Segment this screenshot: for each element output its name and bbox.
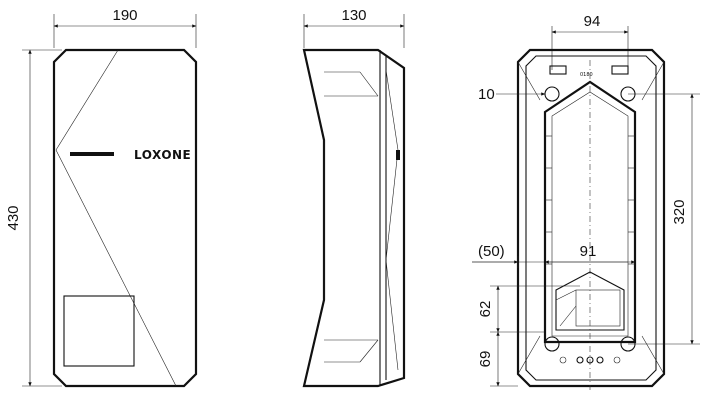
lower-vertical-dimensions: 62 69: [477, 285, 580, 387]
front-view: 190 430 LOXONE: [5, 7, 198, 388]
cable-entry: [596, 356, 604, 364]
plate-ticks: [545, 135, 635, 265]
lower-pocket-outline: [555, 271, 625, 331]
mounting-hole-bottom-left: [544, 336, 560, 352]
back-housing-outline: [516, 48, 666, 388]
cable-entry: [586, 356, 594, 364]
side-view: 130: [302, 7, 406, 388]
mounting-hole-top-left: [544, 86, 560, 102]
front-width-label: 190: [112, 7, 137, 24]
inner-plate-outline: [543, 80, 637, 344]
lower-horizontal-dimensions: (50) 91: [472, 243, 636, 268]
side-housing-outline: [302, 48, 406, 388]
screw-mark: [613, 356, 621, 364]
back-top-spacing-dimension: 94: [551, 13, 629, 70]
front-facet-line: [55, 49, 119, 151]
vertical-spacing-dimension: 320: [628, 93, 700, 345]
back-view: 94 0180: [472, 13, 700, 390]
brand-logo-text: LOXONE: [134, 148, 191, 162]
side-depth-label: 130: [341, 7, 366, 24]
lower-height-a-label: 62: [477, 301, 494, 318]
terminal-block-left: [549, 65, 567, 75]
front-window: [63, 295, 135, 367]
hole-diameter-dimension: 10: [478, 86, 546, 103]
side-depth-dimension: 130: [303, 7, 405, 48]
lower-height-b-label: 69: [477, 351, 494, 368]
lower-span-label: 91: [580, 243, 597, 260]
board-code-label: 0180: [580, 72, 593, 78]
terminal-block-right: [611, 65, 629, 75]
status-led-bar: [70, 152, 114, 156]
front-height-dimension: 430: [5, 49, 62, 387]
back-top-spacing-label: 94: [584, 13, 601, 30]
cable-entry: [576, 356, 584, 364]
front-facet-line: [55, 149, 177, 387]
front-height-label: 430: [5, 205, 22, 230]
left-offset-label: (50): [478, 243, 505, 260]
screw-mark: [559, 356, 567, 364]
front-housing-outline: [52, 48, 198, 388]
front-width-dimension: 190: [53, 7, 197, 48]
side-mount-tab: [396, 150, 400, 160]
hole-diameter-label: 10: [478, 86, 495, 103]
vertical-spacing-label: 320: [671, 199, 688, 224]
